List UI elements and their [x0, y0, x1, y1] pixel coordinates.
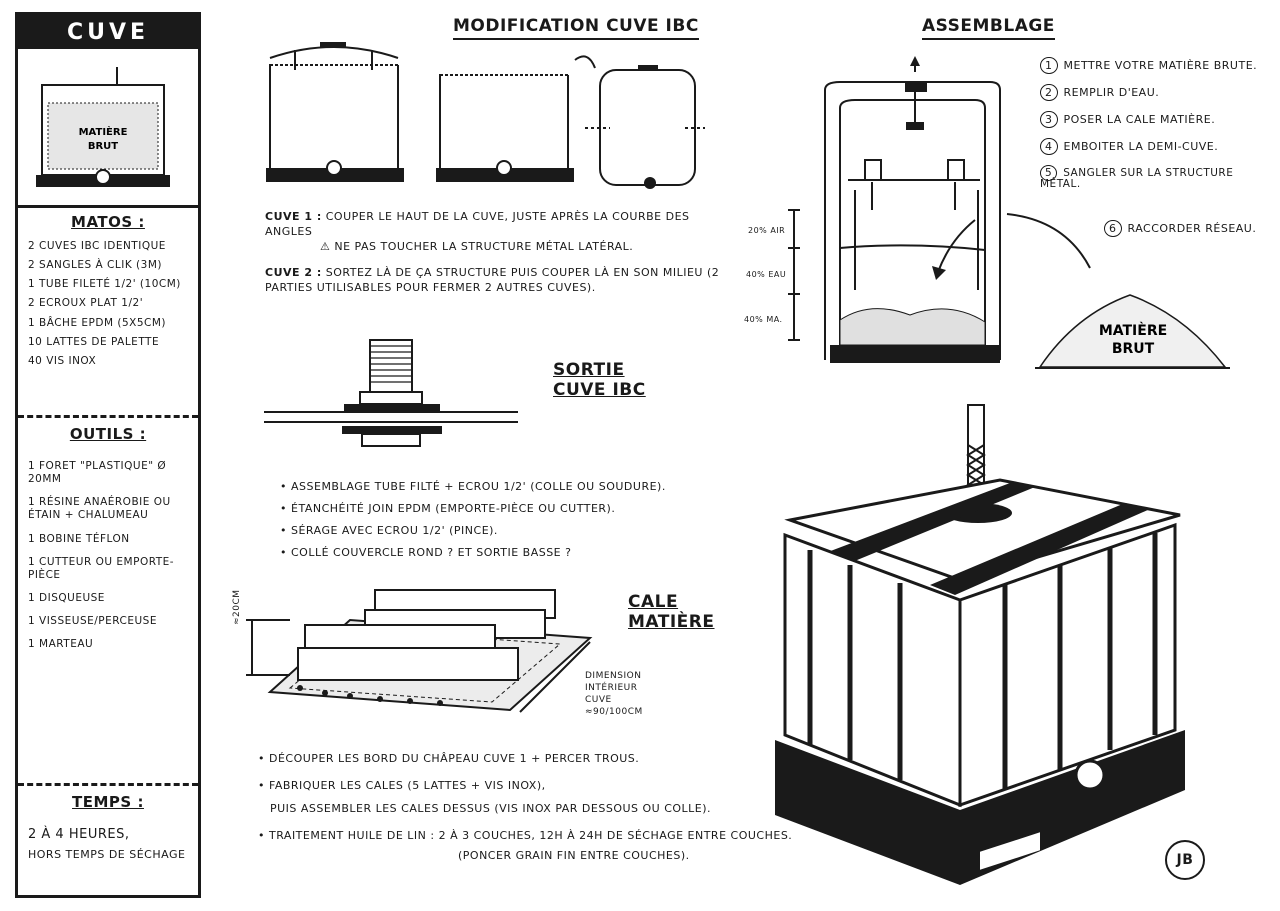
dim-note-3: CUVE [585, 695, 612, 706]
sortie-diagram [264, 339, 518, 447]
list-item: RACCORDER RÉSEAU. [1127, 222, 1257, 235]
step-number: 5 [1040, 165, 1058, 181]
list-item: COLLÉ COUVERCLE ROND ? ET SORTIE BASSE ? [280, 546, 700, 559]
cale-diagram [246, 589, 593, 713]
list-item: 1 FORET "PLASTIQUE" Ø 20mm [28, 460, 167, 486]
list-item: DÉCOUPER LES BORD DU CHÂPEAU CUVE 1 + PE… [269, 752, 640, 765]
sortie-bullets: ASSEMBLAGE TUBE FILTÉ + ECROU 1/2' (COLL… [280, 480, 700, 568]
assemblage-steps: 1 METTRE VOTRE MATIÈRE BRUTE. 2 REMPLIR D'… [1040, 57, 1275, 237]
assemblage-title: ASSEMBLAGE [922, 16, 1055, 40]
step-number: 2 [1040, 84, 1058, 101]
list-item: 1 RÉSINE ANAÉROBIE OU ÉTAIN + CHALUMEAU [28, 496, 171, 522]
outils-title: OUTILS : [69, 425, 147, 443]
dim-note-1: DIMENSION [585, 671, 642, 681]
temps-text: 2 À 4 HEURES, HORS TEMPS DE SÉCHAGE [28, 825, 198, 863]
pile-label-2: BRUT [1112, 341, 1155, 357]
list-item: 1 DISQUEUSE [28, 591, 105, 604]
cuve1-note: CUVE 1 : COUPER LE HAUT DE LA CUVE, JUST… [265, 210, 725, 255]
matos-list: 2 CUVES IBC IDENTIQUE 2 SANGLES À CLIK (… [28, 240, 198, 374]
cuve1-warning: NE PAS TOUCHER LA STRUCTURE MÉTAL LATÉRA… [334, 239, 634, 253]
level-ma: 40% MA. [744, 315, 783, 324]
list-item: ÉTANCHÉITÉ JOIN EPDM (EMPORTE-PIÈCE OU C… [280, 502, 700, 515]
modification-title: MODIFICATION CUVE IBC [453, 16, 699, 40]
list-item: 10 LATTES DE PALETTE [28, 335, 160, 348]
temps-line-2: HORS TEMPS DE SÉCHAGE [28, 847, 186, 861]
level-eau: 40% EAU [746, 270, 787, 279]
level-air: 20% AIR [748, 226, 786, 235]
step-number: 6 [1104, 220, 1122, 237]
cuve1-text: COUPER LE HAUT DE LA CUVE, JUSTE APRÈS L… [265, 210, 690, 238]
list-item: 1 TUBE FILETÉ 1/2' (10cm) [28, 278, 181, 291]
modification-diagram [266, 42, 705, 189]
cale-title-1: CALE [628, 592, 679, 612]
cale-title-2: MATIÈRE [628, 612, 715, 632]
assemblage-diagram [788, 56, 1001, 363]
warning-icon: ⚠ [320, 239, 335, 253]
step-number: 1 [1040, 57, 1058, 74]
sortie-title-2: CUVE IBC [553, 380, 646, 400]
matiere-pile: MATIÈRE BRUT [1035, 294, 1230, 369]
sidebar-title: CUVE [18, 15, 198, 49]
outils-list: 1 FORET "PLASTIQUE" Ø 20mm 1 RÉSINE ANAÉ… [28, 460, 198, 661]
matos-title: MATOS : [71, 213, 145, 231]
list-item: 2 SANGLES À CLIK (3m) [28, 259, 162, 272]
list-item: POSER LA CALE MATIÈRE. [1063, 113, 1216, 126]
divider [18, 205, 198, 208]
dim-height: ≈20cm [232, 589, 242, 625]
pile-label-1: MATIÈRE [1099, 322, 1167, 339]
illus-label-1: MATIÈRE [79, 125, 128, 138]
list-item: 40 VIS INOX [28, 354, 97, 367]
cuve2-label: CUVE 2 : [265, 266, 322, 279]
sidebar: CUVE MATIÈRE BRUT MATOS : 2 CUVES IBC ID… [15, 12, 201, 898]
step-number: 4 [1040, 138, 1058, 155]
list-item: EMBOITER LA DEMI-CUVE. [1063, 140, 1219, 153]
list-item: ASSEMBLAGE TUBE FILTÉ + ECROU 1/2' (COLL… [280, 480, 700, 493]
signature: JB [1165, 840, 1205, 880]
cuve2-text: SORTEZ LÀ DE ÇA STRUCTURE PUIS COUPER LÀ… [265, 266, 720, 294]
temps-title: TEMPS : [72, 793, 144, 811]
step-number: 3 [1040, 111, 1058, 128]
list-item: (PONCER GRAIN FIN ENTRE COUCHES). [458, 849, 690, 863]
cuve1-label: CUVE 1 : [265, 210, 322, 223]
list-item: 2 CUVES IBC IDENTIQUE [28, 240, 166, 252]
list-item: METTRE VOTRE MATIÈRE BRUTE. [1063, 59, 1258, 72]
dim-note-2: INTÉRIEUR [585, 683, 638, 694]
list-item: 1 BÂCHE EPDM (5x5cm) [28, 316, 167, 329]
pile-arrow [1006, 213, 1091, 269]
list-item: 1 MARTEAU [28, 638, 94, 651]
cuve2-note: CUVE 2 : SORTEZ LÀ DE ÇA STRUCTURE PUIS … [265, 266, 725, 296]
list-item: SANGLER SUR LA STRUCTURE MÉTAL. [1040, 167, 1234, 190]
cale-bullets: • DÉCOUPER LES BORD DU CHÂPEAU CUVE 1 + … [258, 752, 793, 863]
cuve-illustration: MATIÈRE BRUT [36, 67, 170, 187]
cale-title: CALE MATIÈRE [628, 592, 715, 634]
sortie-title: SORTIE CUVE IBC [553, 360, 646, 402]
list-item: TRAITEMENT HUILE DE LIN : 2 À 3 COUCHES,… [269, 828, 793, 842]
list-item: FABRIQUER LES CALES (5 LATTES + VIS INOX… [269, 778, 546, 792]
list-item: 1 CUTTEUR OU EMPORTE-PIÈCE [28, 555, 175, 581]
list-item: PUIS ASSEMBLER LES CALES DESSUS (VIS INO… [270, 801, 712, 815]
list-item: 1 BOBINE TÉFLON [28, 532, 130, 545]
ibc-tank-illustration [775, 404, 1185, 885]
list-item: 2 ECROUX PLAT 1/2' [28, 297, 144, 310]
list-item: SÉRAGE AVEC ECROU 1/2' (PINCE). [280, 524, 700, 537]
dim-note-4: ≈90/100cm [585, 707, 643, 718]
temps-line-1: 2 À 4 HEURES, [28, 827, 130, 842]
list-item: REMPLIR D'EAU. [1063, 86, 1160, 99]
divider [18, 783, 198, 786]
list-item: 1 VISSEUSE/PERCEUSE [28, 615, 157, 627]
illus-label-2: BRUT [88, 141, 118, 152]
dim-note: DIMENSION INTÉRIEUR CUVE ≈90/100cm [585, 670, 655, 719]
sortie-title-1: SORTIE [553, 360, 625, 380]
divider [18, 415, 198, 418]
